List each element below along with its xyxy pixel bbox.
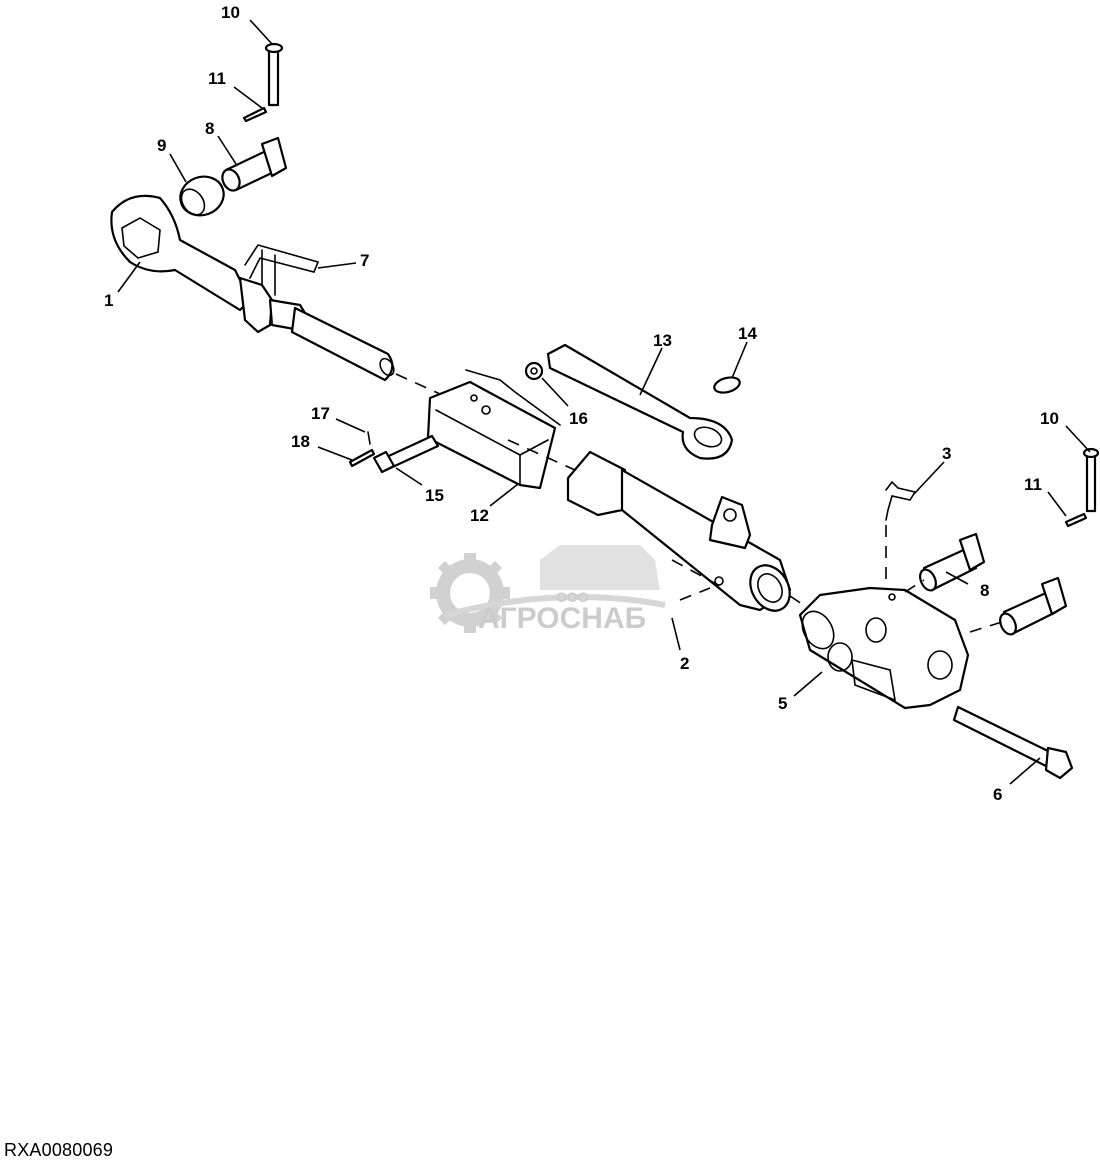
bolt-15 [372,434,440,474]
hook-5 [798,586,970,710]
pin-17 [367,431,371,445]
clip-3 [885,480,917,521]
callout-10-upper: 10 [221,3,240,22]
callout-15: 15 [425,486,444,505]
bolt-8-lower-a [919,532,986,592]
callout-1: 1 [104,291,113,310]
callout-18: 18 [291,432,310,451]
callout-5: 5 [778,694,787,713]
ring-14 [713,376,741,394]
callout-3: 3 [942,444,951,463]
guard-12 [426,369,561,490]
callout-8-upper: 8 [205,119,214,138]
alignment-lines [395,373,1003,633]
callout-14: 14 [738,324,757,343]
pin-18 [348,448,376,468]
watermark-line2: АГРОСНАБ [478,602,646,635]
tube-body [566,450,792,612]
callout-6: 6 [993,785,1002,804]
leader-lines [117,19,1091,785]
bolt-8-upper [221,136,288,192]
bolt-8-lower-b [999,576,1068,636]
pin-10-upper [264,42,284,107]
ball-9 [179,175,225,217]
callout-11-upper: 11 [208,69,226,88]
watermark-logo: ООО АГРОСНАБ [430,545,666,635]
callout-13: 13 [653,331,672,350]
callout-12: 12 [470,506,489,525]
callout-8-lower: 8 [980,581,989,600]
clip-11-lower [1064,512,1088,528]
callout-2: 2 [680,654,689,673]
bolt-6 [952,705,1074,780]
clip-11-upper [242,106,268,123]
callout-10-lower: 10 [1040,409,1059,428]
callout-16: 16 [569,409,588,428]
callout-17: 17 [311,404,330,423]
callout-11-lower: 11 [1024,475,1042,494]
nut-16 [524,361,544,381]
arm-13 [546,343,734,460]
pin-10-lower [1082,447,1100,513]
figure-reference-code: RXA0080069 [4,1140,114,1160]
watermark-line1: ООО [556,589,589,605]
callout-9: 9 [157,136,166,155]
link-end-1 [110,194,395,382]
callout-labels: 10 11 8 9 7 1 13 14 17 18 16 15 12 3 10 … [104,3,1059,804]
callout-7: 7 [360,251,369,270]
